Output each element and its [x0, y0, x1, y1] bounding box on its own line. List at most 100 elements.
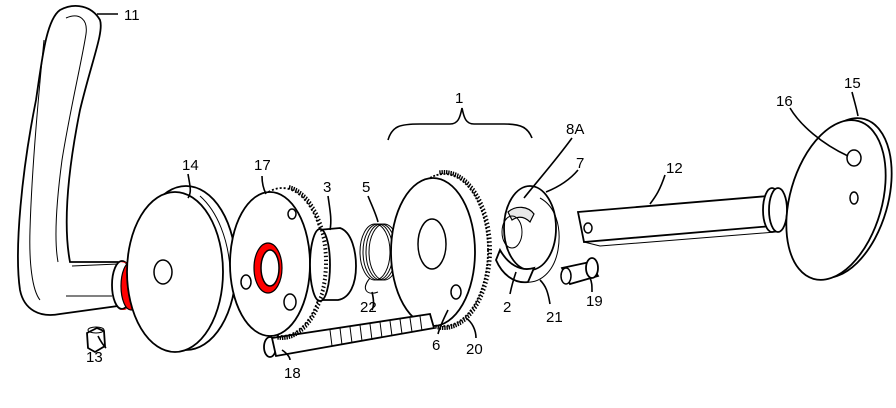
- gear-tooth: [437, 325, 440, 330]
- gear-tooth: [458, 320, 462, 326]
- gear-teeth-6: [435, 169, 493, 331]
- label-5: 5: [362, 179, 370, 196]
- gear-tooth: [475, 302, 479, 307]
- gear-tooth: [454, 323, 458, 328]
- gear-tooth: [317, 221, 323, 226]
- gear-tooth: [471, 187, 476, 192]
- gear-tooth: [312, 311, 317, 316]
- gear-tooth: [323, 251, 328, 254]
- gear-tooth: [302, 325, 306, 330]
- label-20: 20: [466, 341, 483, 358]
- rosette-hole-16: [846, 149, 862, 167]
- gear-tooth: [466, 181, 470, 186]
- gear-tooth: [296, 189, 300, 194]
- gear-tooth: [302, 194, 306, 199]
- part-labels: 11 14 17 3 5 1 8A 7 12 16 15 13 18 22 6 …: [86, 7, 861, 382]
- label-13: 13: [86, 349, 103, 366]
- gear-tooth: [322, 278, 327, 281]
- back-rosette-part-15: [785, 117, 893, 281]
- gear-tooth: [292, 333, 295, 338]
- gear-tooth: [323, 247, 328, 250]
- gear-tooth: [317, 299, 322, 303]
- gear-tooth: [321, 285, 326, 289]
- gear-teeth-17: [277, 185, 329, 341]
- gear-tooth: [450, 170, 453, 176]
- gear-tooth: [307, 201, 312, 206]
- label-15: 15: [844, 75, 861, 92]
- gear-tooth: [468, 183, 472, 188]
- gear-tooth: [452, 324, 455, 329]
- gear-tooth: [486, 270, 491, 274]
- gear-tooth: [484, 218, 489, 222]
- gear-tooth: [483, 281, 488, 285]
- gear-tooth: [460, 176, 464, 181]
- gear-tooth: [323, 274, 328, 277]
- gear-tooth: [471, 307, 476, 312]
- spindle-part-12: [576, 187, 788, 247]
- screw-part-18: [263, 312, 436, 358]
- label-8A: 8A: [566, 121, 584, 138]
- gear-tooth: [458, 174, 462, 179]
- label-3: 3: [323, 179, 331, 196]
- label-2: 2: [503, 299, 511, 316]
- label-1: 1: [455, 90, 463, 107]
- label-19: 19: [586, 293, 603, 310]
- gear-tooth: [319, 228, 325, 232]
- gear-tooth: [478, 201, 484, 206]
- gear-tooth: [313, 308, 318, 313]
- gear-tooth: [479, 294, 484, 298]
- gear-tooth: [298, 190, 302, 195]
- gear-tooth: [460, 319, 464, 324]
- gear-tooth: [464, 179, 468, 184]
- gear-tooth: [321, 236, 326, 239]
- gear-tooth: [296, 330, 300, 335]
- gear-tooth: [481, 208, 486, 212]
- gear-tooth: [485, 274, 490, 277]
- gear-tooth: [309, 203, 314, 208]
- gear-tooth: [316, 302, 321, 306]
- gear-tooth: [310, 314, 315, 319]
- label-18: 18: [284, 365, 301, 382]
- gear-tooth: [322, 243, 327, 247]
- gear-tooth: [473, 190, 477, 195]
- gear-tooth: [294, 331, 298, 337]
- gear-tooth: [315, 305, 320, 310]
- gear-tooth: [322, 282, 327, 285]
- gear-tooth: [322, 240, 327, 243]
- gear-tooth: [318, 295, 323, 300]
- gear-tooth: [292, 186, 296, 191]
- gear-plate-center-hole: [260, 249, 280, 287]
- gear-tooth: [320, 232, 325, 236]
- label-7: 7: [576, 155, 584, 172]
- gear-tooth: [487, 260, 492, 262]
- gear-tooth: [462, 177, 466, 182]
- gear-tooth: [484, 277, 489, 281]
- leader-lines: [97, 13, 859, 361]
- gear-tooth: [477, 296, 482, 301]
- gear-tooth: [435, 324, 438, 329]
- gear-tooth: [288, 185, 291, 190]
- gear-tooth: [468, 312, 472, 317]
- gear-tooth: [306, 321, 310, 326]
- gear-tooth: [486, 229, 491, 232]
- gear-tooth: [470, 309, 474, 315]
- gear-tooth: [456, 173, 459, 178]
- cam-part-8A: [501, 185, 557, 271]
- gear-tooth: [290, 334, 293, 339]
- gear-tooth: [314, 212, 319, 216]
- gear-tooth: [485, 222, 490, 225]
- gear-tooth: [480, 291, 485, 295]
- gear-tooth: [485, 225, 491, 229]
- bushing-part-19: [560, 257, 600, 286]
- gear-tooth: [315, 215, 320, 219]
- label-21: 21: [546, 309, 563, 326]
- gear-tooth: [456, 322, 460, 327]
- gear-tooth: [454, 172, 457, 177]
- gear-tooth: [323, 271, 328, 273]
- gear-tooth: [300, 327, 304, 332]
- label-11: 11: [124, 7, 140, 24]
- gear-tooth: [298, 329, 302, 334]
- gear-tooth: [304, 196, 308, 201]
- gear-tooth: [288, 334, 291, 340]
